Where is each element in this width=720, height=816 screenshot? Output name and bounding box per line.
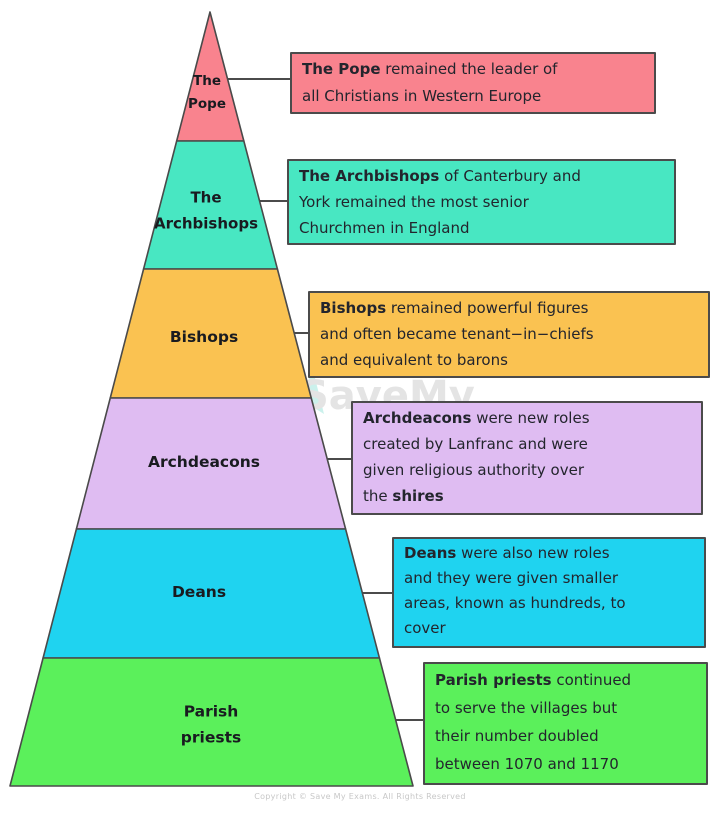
callout-text: of Canterbury and: [439, 167, 581, 185]
callout-text: were also new roles: [456, 544, 610, 562]
pyramid-label-archdeacons: Archdeacons: [148, 449, 260, 475]
callout-line: created by Lanfranc and were: [363, 431, 691, 457]
callout-deans: Deans were also new roles and they were g…: [392, 537, 706, 648]
callout-parish-priests: Parish priests continued to serve the vil…: [423, 662, 708, 785]
pyramid-label-line: Bishops: [169, 327, 239, 346]
callout-archdeacons: Archdeacons were new roles created by Lan…: [351, 401, 703, 515]
callout-line: York remained the most senior: [299, 189, 664, 215]
callout-text: were new roles: [471, 409, 590, 427]
callout-line: the shires: [363, 483, 691, 509]
pyramid-label-line: Archdeacons: [147, 452, 261, 471]
pyramid-label-line: Archbishops: [153, 214, 259, 232]
pyramid-label-parish-priests: Parish priests: [181, 699, 241, 752]
callout-line: The Archbishops of Canterbury and: [299, 163, 664, 189]
callout-text: cover: [404, 619, 446, 637]
callout-keyword: shires: [392, 487, 444, 505]
callout-line: all Christians in Western Europe: [302, 83, 644, 110]
callout-line: to serve the villages but: [435, 694, 696, 722]
callout-line: areas, known as hundreds, to: [404, 591, 694, 616]
callout-keyword: Archdeacons: [363, 409, 472, 427]
callout-line: The Pope remained the leader of: [302, 56, 644, 83]
callout-text: remained the leader of: [380, 60, 558, 78]
callout-bishops: Bishops remained powerful figures and oft…: [308, 291, 710, 378]
callout-line: and equivalent to barons: [320, 347, 698, 373]
callout-line: between 1070 and 1170: [435, 750, 696, 778]
callout-text: their number doubled: [435, 727, 599, 745]
callout-line: and they were given smaller: [404, 566, 694, 591]
callout-line: Deans were also new roles: [404, 541, 694, 566]
callout-text: the: [363, 487, 393, 505]
callout-text: areas, known as hundreds, to: [404, 594, 626, 612]
pyramid-label-line: Parish: [183, 702, 239, 721]
callout-line: cover: [404, 616, 694, 641]
callout-line: and often became tenant−in−chiefs: [320, 321, 698, 347]
callout-text: remained powerful figures: [386, 299, 589, 317]
callout-text: Churchmen in England: [299, 219, 470, 237]
pyramid-label-line: The: [193, 73, 221, 90]
pyramid-label-line: Deans: [171, 582, 227, 601]
pyramid-label-deans: Deans: [172, 579, 226, 605]
callout-text: to serve the villages but: [435, 699, 618, 717]
callout-line: given religious authority over: [363, 457, 691, 483]
callout-keyword: Bishops: [320, 299, 387, 317]
callout-keyword: The Pope: [302, 60, 381, 78]
callout-keyword: Parish priests: [435, 671, 552, 689]
callout-text: York remained the most senior: [299, 193, 529, 211]
pyramid-label-line: The: [190, 188, 222, 207]
callout-text: and equivalent to barons: [320, 351, 508, 369]
callout-text: given religious authority over: [363, 461, 585, 479]
pyramid-label-bishops: Bishops: [170, 324, 238, 350]
callout-line: Churchmen in England: [299, 215, 664, 241]
callout-keyword: Deans: [404, 544, 457, 562]
pyramid-label-line: Pope: [188, 96, 226, 112]
pyramid-level-parish-priests: [9, 657, 414, 787]
callout-line: Bishops remained powerful figures: [320, 295, 698, 321]
callout-text: all Christians in Western Europe: [302, 87, 542, 105]
callout-text: and they were given smaller: [404, 569, 618, 587]
callout-pope: The Pope remained the leader of all Chris…: [290, 52, 656, 114]
callout-line: Parish priests continued: [435, 666, 696, 694]
callout-line: Archdeacons were new roles: [363, 405, 691, 431]
callout-text: between 1070 and 1170: [435, 755, 619, 773]
callout-text: created by Lanfranc and were: [363, 435, 588, 453]
callout-keyword: The Archbishops: [299, 167, 440, 185]
copyright-text: Copyright © Save My Exams. All Rights Re…: [254, 792, 466, 801]
callout-text: continued: [551, 671, 632, 689]
pyramid-label-line: priests: [180, 729, 242, 747]
callout-text: and often became tenant−in−chiefs: [320, 325, 594, 343]
callout-line: their number doubled: [435, 722, 696, 750]
